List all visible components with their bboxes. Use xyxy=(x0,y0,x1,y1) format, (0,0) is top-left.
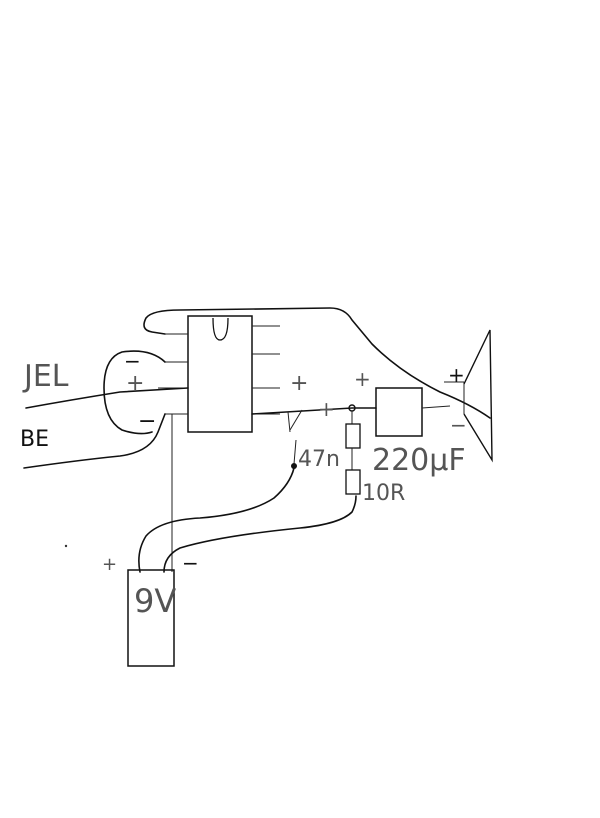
label-input-minus: − xyxy=(138,409,156,434)
supply-wire xyxy=(143,307,491,419)
input-ground-wire xyxy=(23,413,166,469)
speaker-icon xyxy=(444,329,493,463)
label-speaker-plus: + xyxy=(448,363,465,387)
resistor-chain xyxy=(345,411,361,495)
label-battery-minus: − xyxy=(182,551,199,575)
label-input-ground: BE xyxy=(20,427,49,452)
output-wire xyxy=(251,407,377,415)
label-battery-plus: + xyxy=(102,554,117,575)
label-input-plus: + xyxy=(126,371,144,396)
input-loop xyxy=(103,350,166,435)
label-junction-plus: + xyxy=(354,367,371,391)
ic-chip xyxy=(158,315,280,433)
resistor-lower xyxy=(345,469,361,495)
label-cap-large-value: 220μF xyxy=(372,443,466,478)
label-input-in: JEL xyxy=(22,359,69,394)
label-resistor-value: 10R xyxy=(362,481,405,506)
capacitor-47n xyxy=(287,409,303,469)
label-cap-small-plus: + xyxy=(318,397,335,421)
label-speaker-minus: − xyxy=(450,413,467,437)
label-cap-small-value: 47n xyxy=(298,447,340,472)
capacitor-220uf xyxy=(375,387,423,437)
label-input-minus-top: − xyxy=(124,349,141,373)
stray-dot xyxy=(64,544,68,548)
resistor-upper xyxy=(345,423,361,449)
battery-minus-wire xyxy=(163,495,357,573)
battery-icon xyxy=(127,569,175,667)
label-output-plus: + xyxy=(290,371,308,396)
label-battery-value: 9V xyxy=(134,582,176,620)
battery-plus-wire xyxy=(138,467,295,573)
input-signal-wire xyxy=(25,387,189,409)
